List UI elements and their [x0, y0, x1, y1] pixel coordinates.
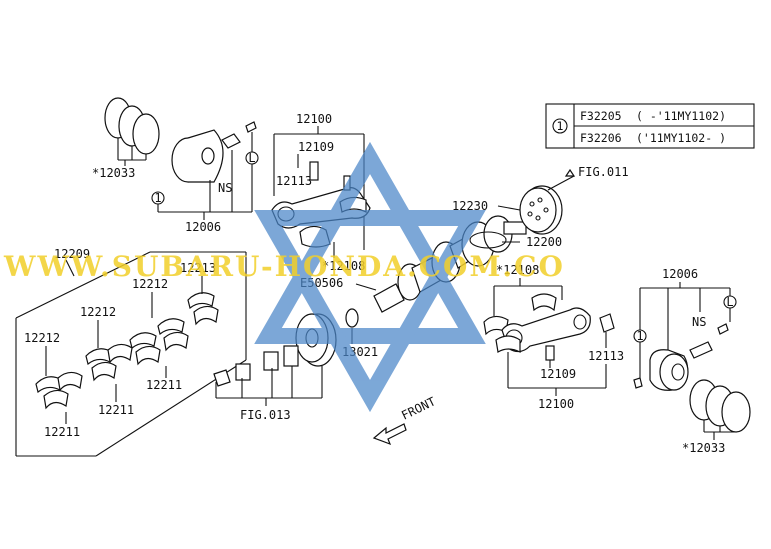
label-ns-right: NS	[692, 315, 706, 329]
label-sprocket: 12230	[452, 199, 488, 213]
label-bearing-c1: 12211	[146, 378, 182, 392]
label-fig013: FIG.013	[240, 408, 291, 422]
label-rod-right-group: 12100	[538, 397, 574, 411]
front-arrow	[372, 423, 407, 446]
label-rod-left-bearing: *12108	[322, 259, 365, 273]
legend-range-2: ('11MY1102- )	[636, 131, 726, 145]
label-rod-right-bearing: *12108	[496, 263, 539, 277]
label-piston-rings-left: *12033	[92, 166, 135, 180]
label-l-left: L	[248, 151, 255, 165]
label-rod-left-group: 12100	[296, 112, 332, 126]
bearing-group-outline	[15, 251, 247, 457]
label-rod-left-nut: 12113	[276, 174, 312, 188]
watermark-star	[254, 141, 486, 413]
piston-rings-right	[689, 379, 751, 440]
label-one-left: 1	[154, 191, 161, 205]
label-bearing-a: 12213	[180, 261, 216, 275]
watermark-text: WWW.SUBARU-HONDA.COM.CO	[3, 250, 565, 283]
crank-sprocket	[519, 185, 563, 235]
label-piston-rings-right: *12033	[682, 441, 725, 455]
washer-13021	[345, 308, 359, 328]
legend-range-1: ( -'11MY1102)	[636, 109, 726, 123]
piston-left	[171, 121, 257, 183]
label-bearing-c2: 12211	[98, 403, 134, 417]
label-bearing-b1: 12212	[132, 277, 168, 291]
label-one-right: 1	[636, 329, 643, 343]
label-bearing-c3: 12211	[44, 425, 80, 439]
main-bearing-shells	[35, 292, 219, 410]
label-rod-right-bolt: 12109	[540, 367, 576, 381]
label-crankshaft: 12200	[526, 235, 562, 249]
label-piston-left: 12006	[185, 220, 221, 234]
label-bearing-b3: 12212	[24, 331, 60, 345]
label-bearing-b2: 12212	[80, 305, 116, 319]
piston-right	[633, 323, 729, 391]
label-ns-left: NS	[218, 181, 232, 195]
legend-code-1: F32205	[580, 109, 622, 123]
label-rod-right-nut: 12113	[588, 349, 624, 363]
legend-code-2: F32206	[580, 131, 622, 145]
connecting-rod-right	[483, 293, 615, 361]
legend-symbol: 1	[557, 119, 564, 133]
label-l-right: L	[726, 295, 733, 309]
piston-rings-left	[104, 97, 160, 166]
legend-box: 1 F32205 ( -'11MY1102) F32206 ('11MY1102…	[545, 103, 755, 149]
label-fig011: FIG.011	[578, 165, 629, 179]
label-piston-right: 12006	[662, 267, 698, 281]
label-rod-left-bolt: 12109	[298, 140, 334, 154]
label-front: FRONT	[399, 394, 438, 422]
label-bearing-group: 12209	[54, 247, 90, 261]
